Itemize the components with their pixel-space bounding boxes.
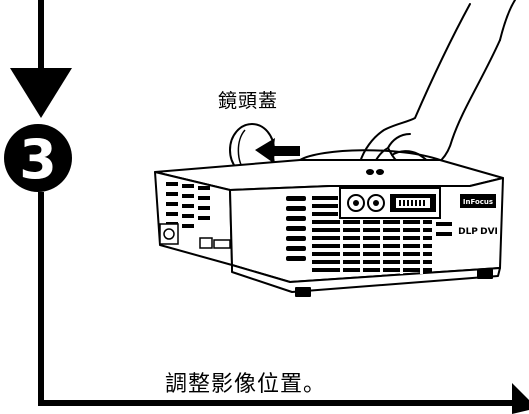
connector-panel [339,187,441,219]
power-socket-icon [159,223,231,249]
vent-dividers [340,218,423,274]
step-number: 3 [19,128,57,191]
brand-badge-text: InFocus [463,198,493,206]
flow-arrow-top [10,0,72,118]
front-vents [286,196,452,272]
step-number-badge: 3 [4,124,72,192]
dlp-logo: DLP [458,227,478,237]
hand-illustration [358,0,516,173]
push-arrow [255,138,300,164]
brand-badge: InFocus [460,194,496,208]
dvi-logo-text: DVI [480,227,498,237]
dvi-logo: DVI [480,227,498,237]
lens-cap-label: 鏡頭蓋 [218,90,279,112]
step-caption: 調整影像位置。 [165,372,327,397]
flow-arrow-bottom [38,192,529,414]
dlp-logo-text: DLP [458,227,478,237]
